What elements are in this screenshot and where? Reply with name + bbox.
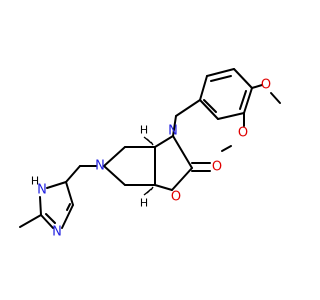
bond	[154, 135, 174, 148]
atom-label-o-ring: O	[171, 190, 181, 205]
atom-label-o-methoxy-side: O	[238, 126, 248, 141]
bond	[46, 181, 67, 189]
atom-label-o-carbonyl: O	[212, 160, 222, 175]
bond	[172, 115, 177, 137]
bonds	[19, 68, 281, 229]
atom-label-h-stereo-top: H	[140, 124, 148, 137]
atom-label-n-imidazole-h: N	[37, 183, 47, 198]
bond	[251, 84, 263, 89]
atom-label-o-methoxy-top: O	[261, 78, 271, 93]
bond	[210, 75, 232, 82]
atom-labels: N N O O O O N H N H H	[31, 78, 271, 240]
bond	[143, 190, 150, 196]
atom-label-n-ring: N	[95, 159, 105, 174]
bond	[270, 92, 281, 104]
bond	[221, 145, 232, 152]
bond	[65, 181, 74, 206]
bond	[217, 112, 245, 120]
bond	[239, 90, 247, 110]
bond	[203, 99, 217, 113]
bond	[65, 165, 81, 183]
bond	[154, 184, 173, 191]
bond	[103, 146, 126, 167]
bond	[199, 75, 208, 101]
stereo-bonds	[143, 136, 154, 196]
atom-label-n-imidazole: N	[52, 225, 62, 240]
atom-label-n-carbamate: N	[168, 124, 178, 139]
molecule-structure: N N O O O O N H N H H	[19, 68, 281, 240]
bond	[233, 68, 253, 89]
bond	[103, 165, 126, 186]
bond	[171, 167, 193, 191]
bond	[39, 196, 42, 216]
bond	[66, 203, 71, 211]
bond	[61, 204, 74, 229]
bond	[40, 214, 54, 229]
bond	[199, 99, 219, 120]
bond	[143, 136, 150, 142]
bond	[45, 213, 56, 224]
bond	[19, 214, 42, 228]
bond	[243, 87, 253, 114]
bond	[172, 135, 193, 169]
atom-label-h-imidazole: H	[31, 175, 39, 188]
atom-label-h-stereo-bottom: H	[140, 197, 148, 210]
bond	[175, 99, 201, 117]
bond	[206, 68, 235, 77]
